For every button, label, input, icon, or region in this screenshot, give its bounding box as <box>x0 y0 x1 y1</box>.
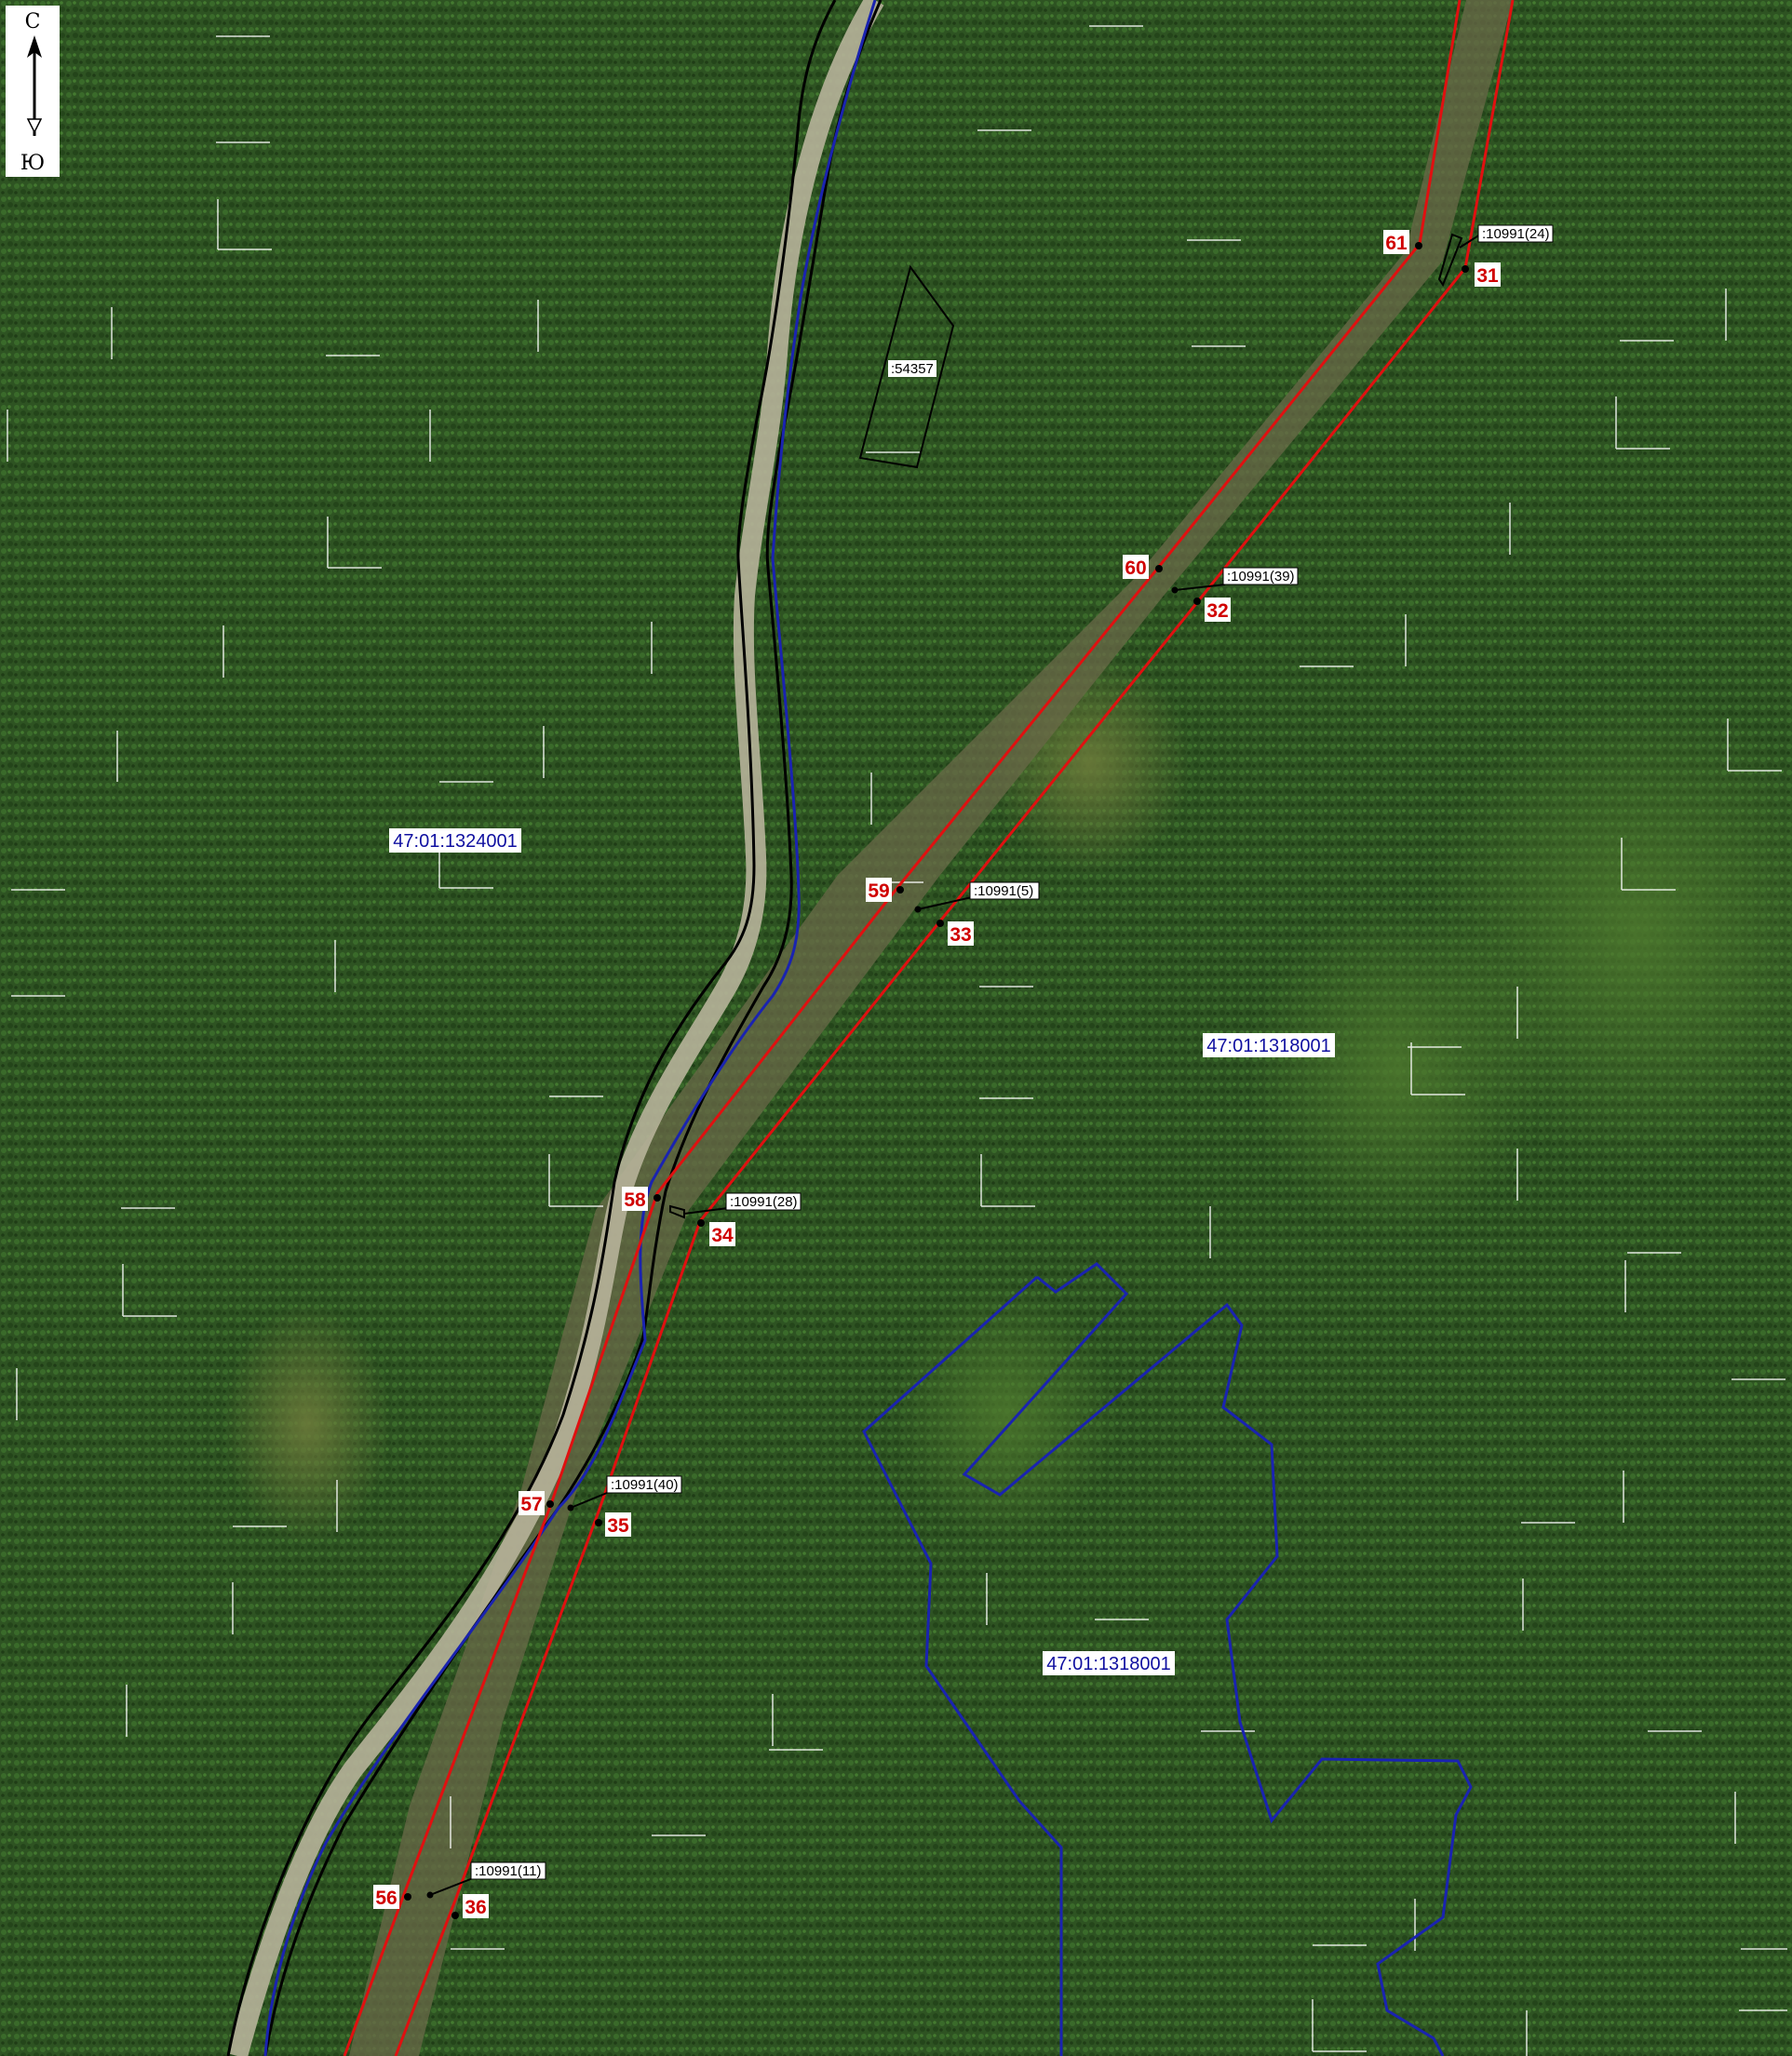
object-label-54357[interactable]: :54357 <box>888 360 936 377</box>
svg-text:34: 34 <box>711 1225 734 1246</box>
svg-text:33: 33 <box>950 924 971 946</box>
point-label-59: 59 <box>866 878 892 902</box>
compass-north-label: С <box>25 10 41 34</box>
svg-text::10991(24): :10991(24) <box>1482 226 1550 242</box>
light-forest-area <box>1247 903 1545 1238</box>
svg-text::10991(11): :10991(11) <box>475 1863 541 1879</box>
point-label-34: 34 <box>709 1222 735 1246</box>
road-boundary-black <box>263 0 883 2056</box>
clearing-area <box>223 1303 391 1545</box>
point-label-58: 58 <box>622 1187 648 1211</box>
corridor-boundary-red <box>394 0 1515 2056</box>
corridor-strip <box>349 0 1513 2056</box>
zone-label-1324001[interactable]: 47:01:1324001 <box>389 828 521 853</box>
svg-text:36: 36 <box>465 1897 486 1918</box>
svg-text:56: 56 <box>375 1888 397 1909</box>
parcel-label-5[interactable]: :10991(5) <box>969 881 1040 900</box>
point-label-60: 60 <box>1123 555 1149 579</box>
parcel-marker-24 <box>1437 233 1463 288</box>
svg-text:57: 57 <box>520 1494 542 1515</box>
svg-text:61: 61 <box>1385 233 1408 254</box>
point-label-31: 31 <box>1475 262 1501 287</box>
point-label-33: 33 <box>948 921 974 946</box>
svg-text:47:01:1318001: 47:01:1318001 <box>1046 1654 1170 1674</box>
road-boundary-black <box>226 0 837 2056</box>
svg-text:32: 32 <box>1206 600 1228 622</box>
svg-text::10991(39): :10991(39) <box>1227 569 1295 585</box>
parcel-marker-28 <box>669 1204 685 1219</box>
grid-markers <box>7 25 1787 2056</box>
corridor-boundary-red <box>343 0 1462 2056</box>
svg-text:59: 59 <box>868 880 889 902</box>
gravel-road <box>227 0 884 2056</box>
point-label-32: 32 <box>1205 598 1231 622</box>
parcel-label-11[interactable]: :10991(11) <box>470 1861 546 1880</box>
parcel-label-39[interactable]: :10991(39) <box>1222 567 1299 585</box>
svg-text:47:01:1318001: 47:01:1318001 <box>1206 1036 1330 1056</box>
svg-text:35: 35 <box>607 1515 629 1537</box>
svg-text::10991(5): :10991(5) <box>974 883 1033 899</box>
parcel-label-24[interactable]: :10991(24) <box>1477 224 1554 243</box>
point-label-57: 57 <box>519 1491 545 1515</box>
land-object-54357[interactable] <box>858 264 955 469</box>
cadastral-line-blue <box>263 0 877 2056</box>
svg-text::54357: :54357 <box>891 361 934 377</box>
parcel-label-28[interactable]: :10991(28) <box>725 1192 802 1211</box>
cadastral-polygon-blue <box>962 1262 1473 2056</box>
parcel-label-40[interactable]: :10991(40) <box>606 1475 682 1494</box>
leader-lines <box>426 234 1481 1899</box>
point-label-36: 36 <box>463 1894 489 1918</box>
light-forest-area <box>894 1284 1117 1545</box>
cadastral-polygon-blue <box>862 1275 1063 2056</box>
svg-text:47:01:1324001: 47:01:1324001 <box>393 831 517 852</box>
point-label-35: 35 <box>605 1512 631 1537</box>
compass-south-label: Ю <box>20 152 45 175</box>
zone-label-1318001-lower[interactable]: 47:01:1318001 <box>1043 1651 1175 1675</box>
survey-points <box>404 242 1469 1919</box>
svg-text::10991(40): :10991(40) <box>611 1477 679 1493</box>
svg-text:58: 58 <box>624 1189 646 1211</box>
svg-text:31: 31 <box>1476 265 1499 287</box>
zone-label-1318001-upper[interactable]: 47:01:1318001 <box>1203 1033 1335 1057</box>
arrow-up-icon <box>27 35 42 58</box>
svg-text::10991(28): :10991(28) <box>730 1194 798 1210</box>
point-label-56: 56 <box>373 1885 399 1909</box>
svg-text:60: 60 <box>1125 558 1146 579</box>
point-label-61: 61 <box>1383 230 1409 254</box>
north-arrow: С Ю <box>6 6 60 177</box>
